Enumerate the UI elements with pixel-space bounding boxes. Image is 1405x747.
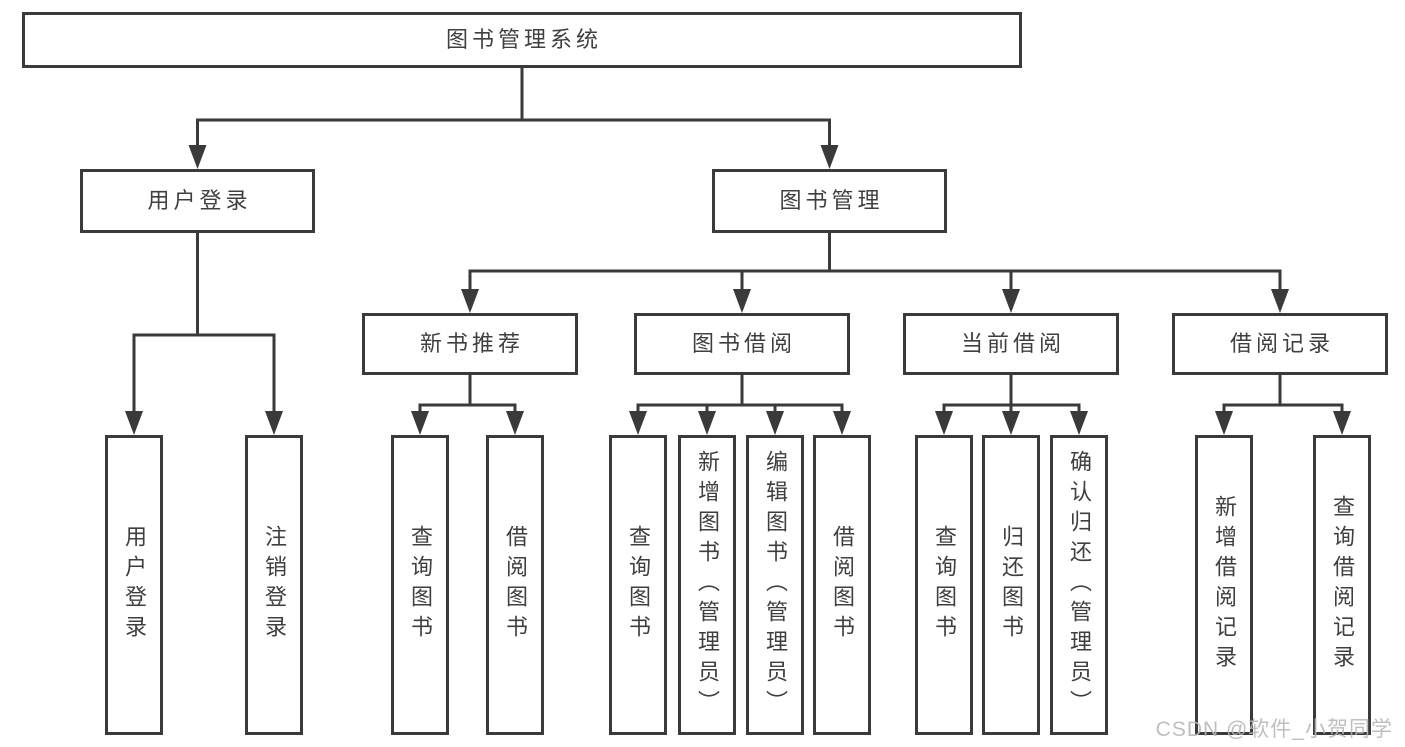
- node-label-leaf-borrow-books-1: 借阅图书: [503, 525, 528, 645]
- node-leaf-query-books-2: 查询图书: [609, 435, 667, 735]
- node-label-book-mgmt: 图书管理: [779, 188, 884, 214]
- node-label-root: 图书管理系统: [445, 27, 602, 53]
- node-label-leaf-edit-books: 编辑图书（管理员）: [763, 450, 788, 720]
- node-label-leaf-confirm-return: 确认归还（管理员）: [1067, 450, 1092, 720]
- node-label-leaf-return-books: 归还图书: [999, 525, 1024, 645]
- node-book-mgmt: 图书管理: [712, 169, 947, 233]
- node-label-book-borrow: 图书借阅: [691, 331, 796, 357]
- arrowhead-icon: [1215, 411, 1233, 435]
- arrowhead-icon: [629, 411, 647, 435]
- node-label-leaf-query-record: 查询借阅记录: [1330, 495, 1355, 675]
- node-label-leaf-query-books-3: 查询图书: [932, 525, 957, 645]
- node-current-borrow: 当前借阅: [903, 313, 1119, 375]
- node-label-leaf-borrow-books-2: 借阅图书: [830, 525, 855, 645]
- node-label-borrow-records: 借阅记录: [1229, 331, 1334, 357]
- node-label-leaf-logout: 注销登录: [262, 525, 287, 645]
- arrowhead-icon: [411, 411, 429, 435]
- arrowhead-icon: [1070, 411, 1088, 435]
- node-label-leaf-query-books-1: 查询图书: [408, 525, 433, 645]
- node-borrow-records: 借阅记录: [1172, 313, 1388, 375]
- node-leaf-confirm-return: 确认归还（管理员）: [1050, 435, 1108, 735]
- node-label-user-login: 用户登录: [147, 188, 252, 214]
- node-leaf-add-books: 新增图书（管理员）: [678, 435, 736, 735]
- node-label-leaf-user-login: 用户登录: [122, 525, 147, 645]
- arrowhead-icon: [833, 411, 851, 435]
- node-label-current-borrow: 当前借阅: [960, 331, 1065, 357]
- arrowhead-icon: [935, 411, 953, 435]
- node-label-leaf-add-record: 新增借阅记录: [1212, 495, 1237, 675]
- arrowhead-icon: [733, 289, 751, 313]
- node-leaf-borrow-books-1: 借阅图书: [486, 435, 544, 735]
- node-root: 图书管理系统: [22, 12, 1022, 68]
- node-label-new-books: 新书推荐: [419, 331, 524, 357]
- node-leaf-user-login: 用户登录: [105, 435, 163, 735]
- arrowhead-icon: [1271, 289, 1289, 313]
- node-leaf-query-record: 查询借阅记录: [1313, 435, 1371, 735]
- node-leaf-add-record: 新增借阅记录: [1195, 435, 1253, 735]
- arrowhead-icon: [1333, 411, 1351, 435]
- node-leaf-return-books: 归还图书: [982, 435, 1040, 735]
- node-leaf-borrow-books-2: 借阅图书: [813, 435, 871, 735]
- arrowhead-icon: [1002, 411, 1020, 435]
- node-leaf-query-books-3: 查询图书: [915, 435, 973, 735]
- node-leaf-query-books-1: 查询图书: [391, 435, 449, 735]
- node-label-leaf-query-books-2: 查询图书: [626, 525, 651, 645]
- node-book-borrow: 图书借阅: [634, 313, 850, 375]
- arrowhead-icon: [766, 411, 784, 435]
- node-user-login: 用户登录: [80, 169, 315, 233]
- connector-path: [132, 66, 1344, 417]
- arrowhead-icon: [125, 411, 143, 435]
- arrowhead-icon: [506, 411, 524, 435]
- arrowhead-icon: [188, 145, 207, 169]
- arrowhead-icon: [820, 145, 839, 169]
- arrowhead-icon: [461, 289, 479, 313]
- node-label-leaf-add-books: 新增图书（管理员）: [695, 450, 720, 720]
- node-new-books: 新书推荐: [362, 313, 578, 375]
- node-leaf-edit-books: 编辑图书（管理员）: [746, 435, 804, 735]
- arrowhead-icon: [698, 411, 716, 435]
- node-leaf-logout: 注销登录: [245, 435, 303, 735]
- arrowhead-icon: [265, 411, 283, 435]
- arrowhead-icon: [1002, 289, 1020, 313]
